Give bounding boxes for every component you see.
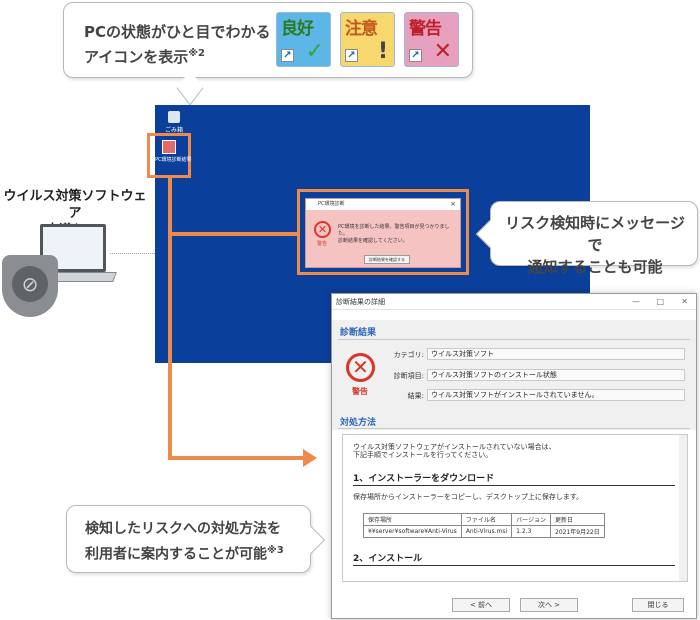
error-circle-icon: ✕ (346, 353, 375, 382)
icon-status-callout-text: PCの状態がひと目でわかる アイコンを表示※2 (84, 21, 271, 68)
exclamation-icon: ! (377, 39, 388, 64)
shield-disabled-icon: ⊘ (2, 255, 58, 317)
callout-line-1: 検知したリスクへの対処方法を (85, 521, 281, 537)
category-value: ウイルス対策ソフト (427, 348, 685, 360)
footnote-mark: ※2 (188, 48, 205, 59)
alert-message-window: PC環境診断 × ✕ 警告 PC環境を診断した結果、警告項目が見つかりました。 … (305, 198, 461, 268)
previous-button[interactable]: < 前へ (452, 598, 510, 612)
action-content-panel[interactable]: ウイルス対策ソフトウェアがインストールされていない場合は、 下記手順でインストー… (342, 434, 688, 582)
table-header: 更新日 (550, 513, 605, 526)
view-results-button[interactable]: 診断結果を確認する (364, 255, 410, 264)
cross-icon: ✕ (433, 39, 452, 64)
installer-table: 保存場所 ファイル名 バージョン 更新日 ¥¥server¥software¥A… (363, 513, 605, 538)
callout-line-2: アイコンを表示 (84, 48, 189, 66)
intro-line-2: 下記手順でインストールを行ってください。 (353, 451, 493, 459)
table-cell: 1.2.3 (511, 525, 552, 538)
error-circle-icon: ✕ (314, 221, 331, 238)
result-section-title: 診断結果 (340, 328, 377, 338)
status-caution-icon[interactable]: 注意 ↗ ! (340, 12, 395, 67)
table-header: ファイル名 (460, 513, 513, 526)
table-row: ¥¥server¥software¥Anti-Virus Anti-Virus.… (363, 525, 605, 538)
intro-line-1: ウイルス対策ソフトウェアがインストールされていない場合は、 (353, 443, 556, 451)
scrollbar[interactable] (679, 435, 687, 581)
alert-title-bar: PC環境診断 × (306, 199, 460, 210)
status-warning-icon[interactable]: 警告 ↗ ✕ (404, 12, 459, 67)
minimize-icon[interactable]: — (632, 297, 640, 306)
result-label: 結果: (407, 392, 424, 400)
status-caution-label: 注意 (345, 19, 378, 39)
alert-body-line-2: 診断結果を確認してください。 (338, 238, 408, 244)
table-header-row: 保存場所 ファイル名 バージョン 更新日 (363, 513, 605, 526)
table-header: 保存場所 (363, 513, 462, 526)
diagnosis-app-icon[interactable]: PC環境診断結果 (155, 140, 192, 166)
table-cell: 2021年9月22日 (550, 525, 605, 538)
dotted-connector (110, 253, 155, 254)
check-icon: ✓ (305, 39, 324, 64)
step-2-title: 2、インストール (353, 554, 423, 564)
warning-app-icon (162, 140, 176, 154)
notify-callout: リスク検知時にメッセージで 通知することも可能 (475, 201, 698, 276)
alert-body: PC環境を診断した結果、警告項目が見つかりました。 診断結果を確認してください。 (338, 224, 456, 245)
shortcut-arrow-icon: ↗ (409, 49, 422, 62)
guidance-callout: 検知したリスクへの対処方法を 利用者に案内することが可能※3 (66, 505, 326, 573)
window-title-bar: 診断結果の詳細 — □ ✕ (332, 294, 696, 310)
app-icon-highlight (147, 133, 191, 178)
pc-caption-line-1: ウイルス対策ソフトウェア (3, 189, 147, 221)
callout-tail (296, 525, 326, 555)
warning-label: 警告 (352, 387, 368, 396)
step-divider (353, 485, 675, 486)
result-value: ウイルス対策ソフトがインストールされていません。 (427, 389, 685, 401)
status-good-icon[interactable]: 良好 ↗ ✓ (276, 12, 331, 67)
alert-body-line-1: PC環境を診断した結果、警告項目が見つかりました。 (338, 224, 450, 237)
alert-warning-label: 警告 (317, 241, 328, 247)
footnote-mark: ※3 (267, 545, 284, 556)
app-icon-label: PC環境診断結果 (155, 157, 192, 163)
step-1-title: 1、インストーラーをダウンロード (353, 474, 495, 484)
window-title: 診断結果の詳細 (336, 298, 385, 306)
callout-line-2: 利用者に案内することが可能 (85, 546, 267, 563)
action-section-title: 対処方法 (340, 418, 377, 428)
status-warning-label: 警告 (409, 19, 442, 39)
check-item-label: 診断項目: (393, 372, 424, 380)
alert-title: PC環境診断 (318, 201, 345, 207)
callout-tail (176, 70, 204, 106)
section-divider (338, 428, 690, 429)
next-button[interactable]: 次へ > (520, 598, 578, 612)
notify-callout-text: リスク検知時にメッセージで 通知することも可能 (503, 212, 687, 278)
guidance-callout-text: 検知したリスクへの対処方法を 利用者に案内することが可能※3 (85, 518, 284, 566)
recycle-bin-icon[interactable]: ごみ箱 (165, 111, 183, 135)
maximize-icon[interactable]: □ (656, 297, 664, 306)
close-icon[interactable]: ✕ (681, 297, 688, 306)
callout-line-1: リスク検知時にメッセージで (505, 214, 685, 254)
shortcut-arrow-icon: ↗ (281, 49, 294, 62)
category-label: カテゴリ: (393, 351, 424, 359)
shortcut-arrow-icon: ↗ (345, 49, 358, 62)
connector-line (168, 232, 299, 236)
callout-line-1: PCの状態がひと目でわかる (84, 23, 271, 41)
step-divider (353, 565, 675, 566)
close-icon[interactable]: × (450, 200, 456, 208)
diagnosis-detail-window: 診断結果の詳細 — □ ✕ 診断結果 ✕ 警告 カテゴリ: ウイルス対策ソフト … (331, 293, 697, 619)
check-item-value: ウイルス対策ソフトのインストール状態 (427, 369, 685, 381)
callout-line-2: 通知することも可能 (527, 258, 663, 276)
close-button[interactable]: 閉じる (632, 598, 684, 612)
section-divider (338, 339, 690, 340)
recycle-bin-label: ごみ箱 (165, 127, 184, 134)
step-1-text: 保存場所からインストーラーをコピーし、デスクトップ上に保存します。 (353, 493, 584, 501)
table-cell: Anti-Virus.msi (460, 525, 513, 538)
status-good-label: 良好 (281, 19, 314, 39)
connector-line (168, 456, 306, 460)
table-cell: ¥¥server¥software¥Anti-Virus (363, 525, 462, 538)
connector-line (168, 178, 172, 459)
table-header: バージョン (511, 513, 552, 526)
connector-arrow-icon (303, 449, 317, 467)
